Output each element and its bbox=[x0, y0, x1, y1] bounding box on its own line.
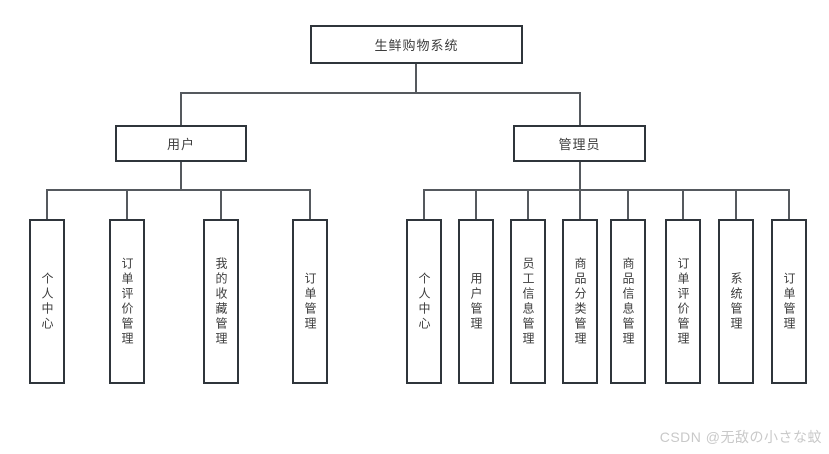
node-admin-order-review-mgmt: 订单评价管理 bbox=[665, 219, 701, 384]
connector-drop-admin bbox=[579, 92, 581, 125]
connector-drop-admin-child-6 bbox=[682, 189, 684, 219]
leaf-label: 订单评价管理 bbox=[676, 256, 690, 347]
connector-drop-admin-child-1 bbox=[423, 189, 425, 219]
node-admin: 管理员 bbox=[513, 125, 646, 162]
node-user-personal-center: 个人中心 bbox=[29, 219, 65, 384]
connector-drop-user-child-2 bbox=[126, 189, 128, 219]
leaf-label: 个人中心 bbox=[417, 271, 431, 332]
leaf-label: 商品分类管理 bbox=[573, 256, 587, 347]
leaf-label: 系统管理 bbox=[729, 271, 743, 332]
leaf-label: 订单管理 bbox=[303, 271, 317, 332]
node-user-order-mgmt: 订单管理 bbox=[292, 219, 328, 384]
connector-drop-admin-child-5 bbox=[627, 189, 629, 219]
connector-drop-admin-child-4 bbox=[579, 189, 581, 219]
connector-root-stem bbox=[415, 63, 417, 94]
leaf-label: 商品信息管理 bbox=[621, 256, 635, 347]
connector-drop-admin-child-3 bbox=[527, 189, 529, 219]
csdn-watermark: CSDN @无敌の小さな蚊 bbox=[659, 429, 822, 445]
node-user-label: 用户 bbox=[166, 138, 195, 153]
leaf-label: 我的收藏管理 bbox=[214, 256, 228, 347]
node-admin-label: 管理员 bbox=[558, 138, 601, 153]
leaf-label: 个人中心 bbox=[40, 271, 54, 332]
node-admin-employee-info-mgmt: 员工信息管理 bbox=[510, 219, 546, 384]
connector-drop-admin-child-2 bbox=[475, 189, 477, 219]
leaf-label: 员工信息管理 bbox=[521, 256, 535, 347]
connector-drop-user bbox=[180, 92, 182, 125]
leaf-label: 用户管理 bbox=[469, 271, 483, 332]
connector-drop-admin-child-8 bbox=[788, 189, 790, 219]
connector-drop-user-child-1 bbox=[46, 189, 48, 219]
node-admin-user-mgmt: 用户管理 bbox=[458, 219, 494, 384]
node-admin-product-category-mgmt: 商品分类管理 bbox=[562, 219, 598, 384]
connector-drop-user-child-4 bbox=[309, 189, 311, 219]
node-root-label: 生鲜购物系统 bbox=[374, 39, 459, 54]
node-user-favorites-mgmt: 我的收藏管理 bbox=[203, 219, 239, 384]
connector-admin-rail bbox=[423, 189, 790, 191]
node-root: 生鲜购物系统 bbox=[310, 25, 523, 64]
node-admin-system-mgmt: 系统管理 bbox=[718, 219, 754, 384]
connector-level1-rail bbox=[180, 92, 581, 94]
node-user-order-review-mgmt: 订单评价管理 bbox=[109, 219, 145, 384]
connector-user-stem bbox=[180, 162, 182, 191]
node-admin-product-info-mgmt: 商品信息管理 bbox=[610, 219, 646, 384]
node-admin-personal-center: 个人中心 bbox=[406, 219, 442, 384]
leaf-label: 订单管理 bbox=[782, 271, 796, 332]
connector-drop-admin-child-7 bbox=[735, 189, 737, 219]
leaf-label: 订单评价管理 bbox=[120, 256, 134, 347]
connector-user-rail bbox=[46, 189, 311, 191]
node-user: 用户 bbox=[115, 125, 247, 162]
connector-admin-stem bbox=[579, 162, 581, 191]
connector-drop-user-child-3 bbox=[220, 189, 222, 219]
node-admin-order-mgmt: 订单管理 bbox=[771, 219, 807, 384]
